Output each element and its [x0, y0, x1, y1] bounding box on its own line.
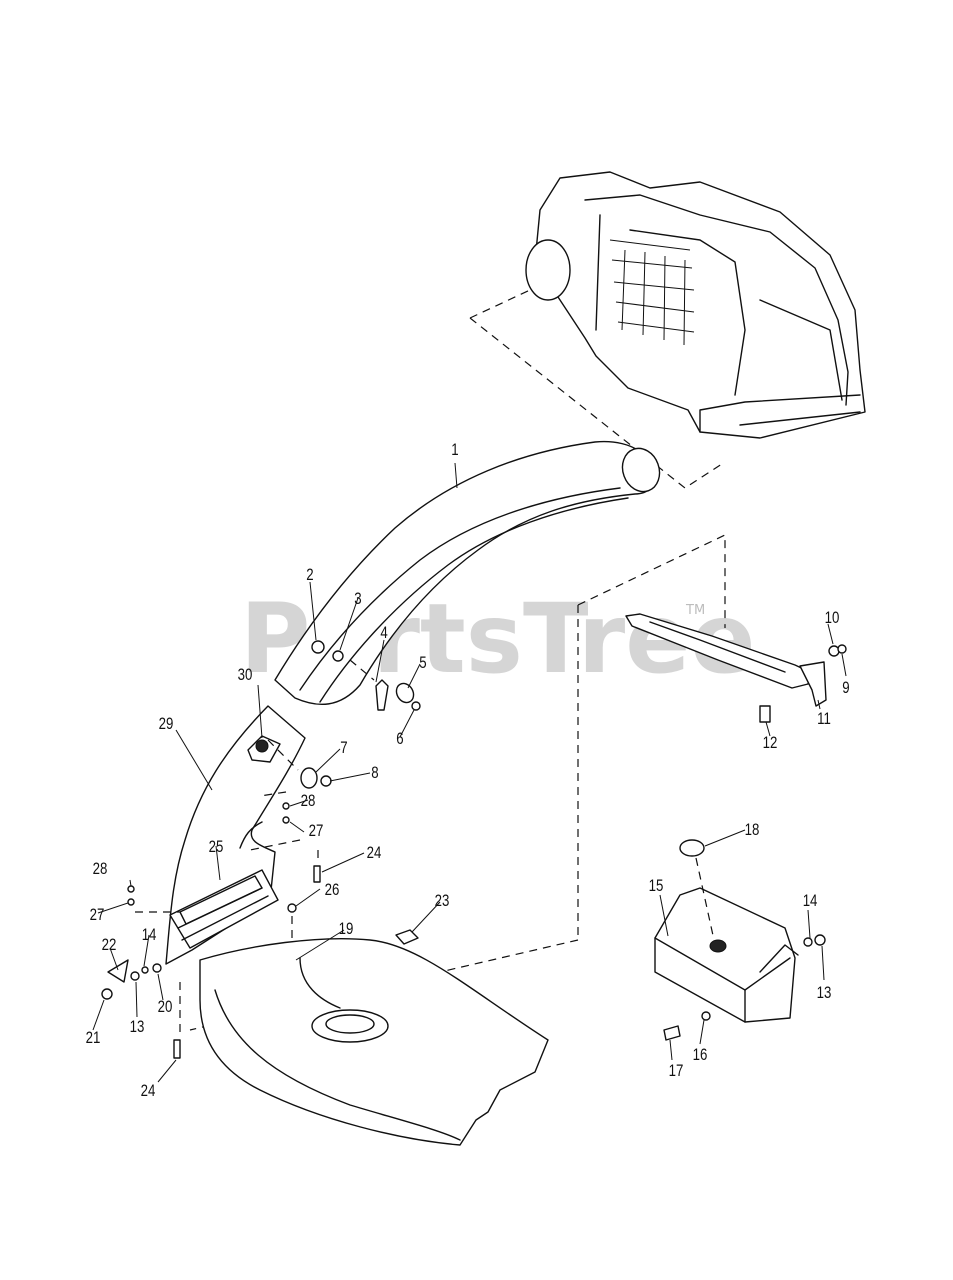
- callout-12: 12: [763, 734, 778, 753]
- callout-7: 7: [340, 739, 347, 758]
- callout-2: 2: [306, 566, 313, 585]
- callout-30: 30: [238, 666, 253, 685]
- callout-17: 17: [669, 1062, 684, 1081]
- callout-10: 10: [825, 609, 840, 628]
- callout-3: 3: [354, 590, 361, 609]
- callout-13-left: 13: [130, 1018, 145, 1037]
- callout-28-upper: 28: [301, 792, 316, 811]
- callout-22: 22: [102, 936, 117, 955]
- callout-18: 18: [745, 821, 760, 840]
- callout-5: 5: [419, 654, 426, 673]
- callout-16: 16: [693, 1046, 708, 1065]
- callout-25: 25: [209, 838, 224, 857]
- discharge-chute: [274, 440, 661, 705]
- callouts: 1 2 3 4 5 6 7 8 9 10 11 12 13 13 14 14 1…: [86, 441, 850, 1101]
- callout-26: 26: [325, 881, 340, 900]
- callout-27-upper: 27: [309, 822, 324, 841]
- callout-23: 23: [435, 892, 450, 911]
- watermark-trademark: TM: [685, 603, 705, 618]
- engine-hood: [525, 171, 866, 439]
- callout-8: 8: [371, 764, 378, 783]
- bracket-assembly: [625, 613, 847, 723]
- callout-11: 11: [817, 710, 831, 729]
- callout-24-upper: 24: [367, 844, 382, 863]
- callout-29: 29: [159, 715, 174, 734]
- callout-4: 4: [380, 624, 388, 643]
- leader-lines: [92, 462, 847, 1083]
- callout-14-right: 14: [803, 892, 818, 911]
- callout-9: 9: [842, 679, 849, 698]
- callout-27-lower: 27: [90, 906, 105, 925]
- callout-24-lower: 24: [141, 1082, 156, 1101]
- callout-28-lower: 28: [93, 860, 108, 879]
- collector-bag: [654, 839, 826, 1041]
- callout-13-right: 13: [817, 984, 832, 1003]
- callout-1: 1: [451, 441, 458, 460]
- callout-21: 21: [86, 1029, 101, 1048]
- callout-20: 20: [158, 998, 173, 1017]
- callout-15: 15: [649, 877, 664, 896]
- chute-deflector: [165, 705, 306, 965]
- mower-deck: [199, 938, 549, 1146]
- callout-19: 19: [339, 920, 354, 939]
- callout-6: 6: [396, 730, 403, 749]
- callout-14-left: 14: [142, 926, 157, 945]
